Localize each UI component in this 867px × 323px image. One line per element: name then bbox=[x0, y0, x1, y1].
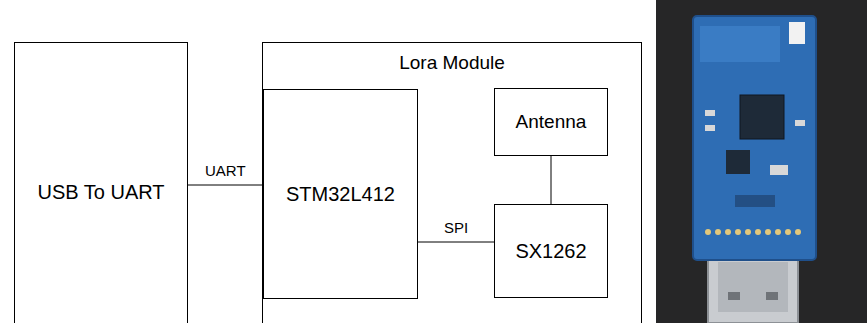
pcb-trace-area bbox=[700, 26, 780, 62]
antenna-box: Antenna bbox=[494, 88, 608, 156]
radio-chip bbox=[740, 95, 784, 139]
usb-hole bbox=[728, 292, 740, 300]
group-title: Lora Module bbox=[263, 52, 641, 75]
photo-shade bbox=[656, 0, 867, 323]
signal-label: UART bbox=[203, 162, 248, 180]
pcb-board bbox=[693, 16, 816, 260]
component bbox=[770, 165, 788, 175]
box-label: Antenna bbox=[516, 111, 587, 134]
box-label: USB To UART bbox=[37, 180, 164, 204]
pin-row bbox=[705, 229, 801, 235]
box-label: SX1262 bbox=[515, 239, 586, 263]
component bbox=[705, 110, 715, 116]
signal-label: SPI bbox=[442, 219, 470, 237]
usb-hole bbox=[766, 292, 778, 300]
pcb-marking bbox=[735, 195, 775, 207]
component bbox=[705, 125, 715, 131]
mcu-chip bbox=[726, 150, 750, 174]
radio-box: SX1262 bbox=[494, 204, 608, 298]
connector-line bbox=[188, 185, 263, 186]
usb-plug-face bbox=[718, 262, 788, 312]
photo-background bbox=[656, 0, 867, 323]
antenna-part bbox=[789, 22, 805, 44]
connector-line bbox=[551, 156, 552, 204]
mcu-box: STM32L412 bbox=[263, 89, 418, 299]
host-box: USB To UART bbox=[14, 42, 188, 323]
module-box: Lora ModuleSTM32L412 AntennaSX1262 bbox=[262, 42, 642, 323]
component bbox=[795, 120, 805, 126]
box-label: STM32L412 bbox=[286, 182, 395, 206]
connector-line bbox=[418, 242, 494, 243]
